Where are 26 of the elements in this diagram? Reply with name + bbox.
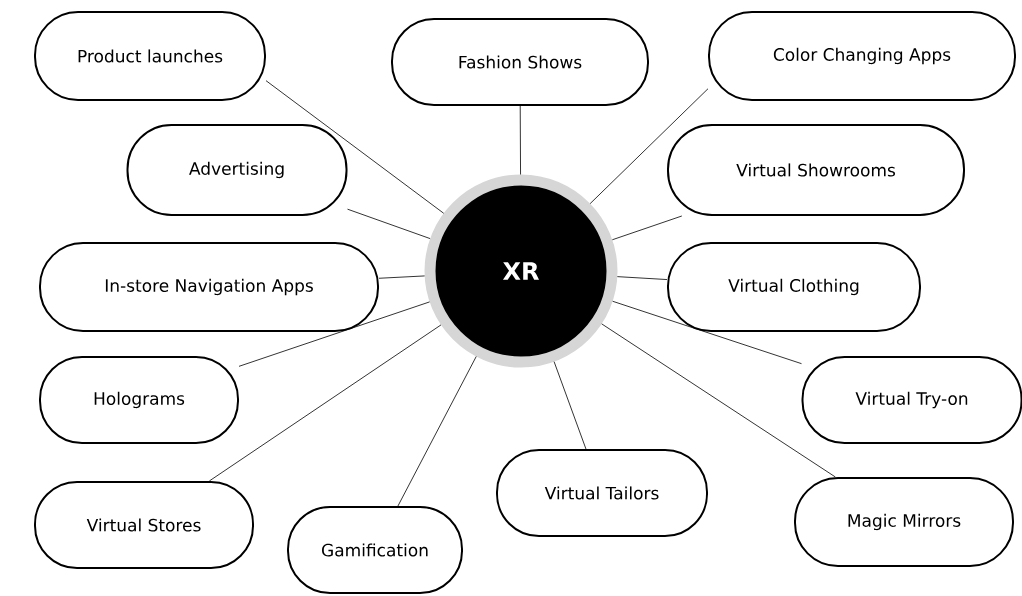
topic-pill: Holograms — [39, 356, 239, 444]
connector-line — [612, 300, 802, 365]
connector-line — [601, 323, 836, 478]
topic-pill: Virtual Tailors — [496, 449, 708, 537]
connector-line — [208, 324, 442, 482]
connector-line — [265, 80, 445, 214]
topic-pill: Gamification — [287, 506, 463, 594]
connector-line — [611, 215, 683, 241]
connector-line — [616, 276, 668, 280]
connector-line — [238, 301, 430, 367]
topic-pill: Virtual Clothing — [667, 242, 921, 332]
connector-line — [347, 208, 431, 239]
connector-line — [589, 88, 709, 205]
connector-line — [519, 105, 521, 175]
topic-pill: Product launches — [34, 11, 266, 101]
topic-pill: Advertising — [126, 124, 348, 216]
topic-pill: Virtual Showrooms — [667, 124, 965, 216]
topic-pill: Magic Mirrors — [794, 477, 1014, 567]
topic-pill: Fashion Shows — [391, 18, 649, 106]
connector-line — [553, 361, 587, 450]
topic-pill: Virtual Stores — [34, 481, 254, 569]
connector-line — [378, 275, 426, 279]
topic-pill: Virtual Try-on — [801, 356, 1022, 444]
connector-line — [397, 356, 477, 507]
topic-pill: In-store Navigation Apps — [39, 242, 379, 332]
topic-pill: Color Changing Apps — [708, 11, 1016, 101]
